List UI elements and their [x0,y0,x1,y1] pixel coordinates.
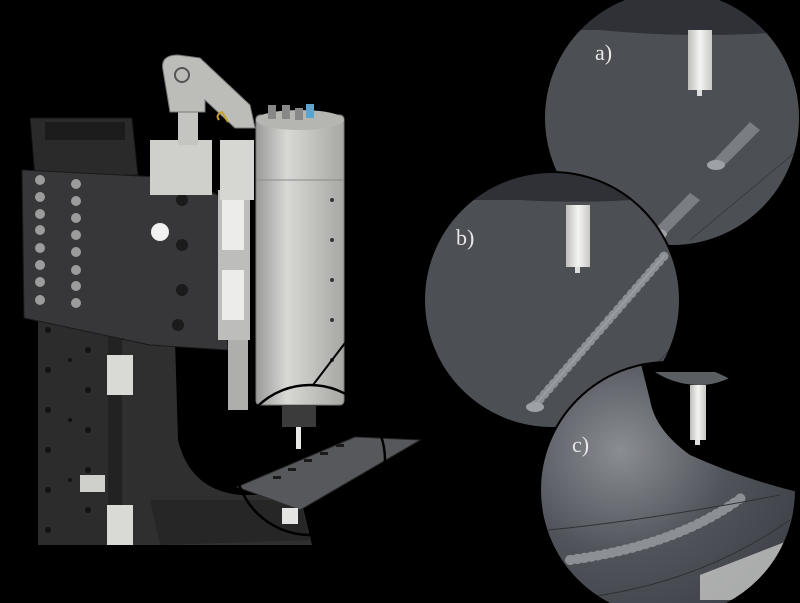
inset-label-c: c) [572,432,590,457]
magnifier-ring [233,383,387,537]
tool-holder [282,405,316,427]
c-frame [122,340,312,545]
lever-arm [162,54,256,129]
plate-hole [151,223,169,241]
inset-label-a: a) [595,40,613,65]
valve [220,140,254,200]
leader-line [312,342,346,386]
inset-label-b: b) [456,225,475,250]
guide-block [107,355,133,395]
sheet-metal [235,436,422,511]
column [38,320,110,545]
tool [296,427,301,449]
pneumatic-cylinder [150,140,212,195]
guide-block [107,505,133,545]
mounting-plate [21,169,229,351]
machine [21,54,422,545]
